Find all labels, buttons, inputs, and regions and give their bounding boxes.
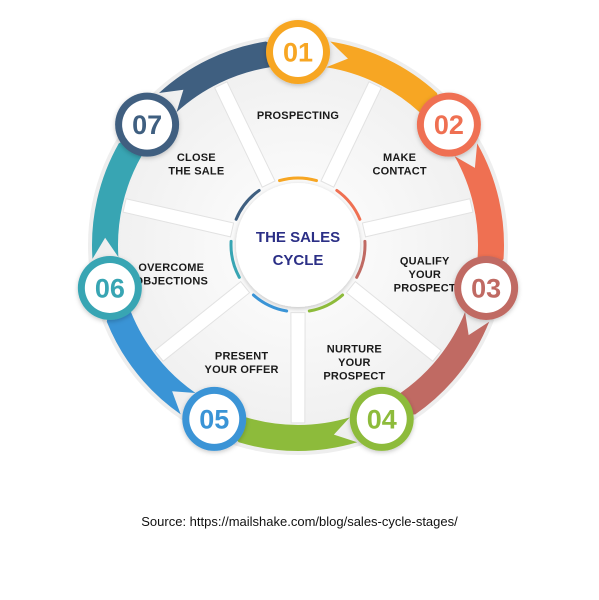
center-accent-arc — [229, 239, 241, 279]
stage-badge-07: 07 — [115, 92, 180, 157]
stage-number: 01 — [283, 38, 313, 68]
badge-inner-disc — [273, 27, 323, 77]
stage-number: 06 — [95, 273, 125, 303]
ring-arrow-segment — [220, 417, 358, 452]
sales-cycle-diagram: THE SALES CYCLE PROSPECTING MAKE CONTACT QU… — [77, 20, 519, 455]
stage-label-01: PROSPECTING — [257, 110, 339, 122]
badge-inner-disc — [461, 262, 512, 313]
stage-badge-03: 03 — [454, 255, 519, 320]
badge-inner-disc — [356, 393, 407, 444]
stage-badge-05: 05 — [182, 386, 247, 451]
stage-label-06: OVERCOME OBJECTIONS — [135, 262, 209, 288]
cycle-ring — [92, 41, 504, 452]
source-caption: Source: https://mailshake.com/blog/sales… — [141, 514, 458, 529]
center-accent-arc — [278, 176, 318, 183]
center-title-line1: THE SALES — [256, 229, 340, 246]
stage-number: 02 — [434, 110, 464, 140]
center-accent-arcs — [229, 176, 367, 313]
spoke — [153, 280, 251, 362]
center-accent-arc — [307, 293, 345, 313]
stage-label-line: CLOSE — [177, 152, 216, 164]
center-accent-arc — [335, 188, 362, 221]
stage-label-line: PROSPECT — [323, 371, 385, 383]
spoke — [214, 81, 276, 188]
stage-label-line: QUALIFY — [400, 255, 450, 267]
ring-arrow-segment — [92, 130, 143, 259]
spoke — [361, 198, 474, 238]
stage-label-line: PROSPECT — [394, 282, 456, 294]
center-accent-arc — [234, 188, 261, 221]
badge-inner-disc — [122, 99, 173, 150]
stage-label-02: MAKE CONTACT — [372, 152, 426, 178]
stage-label-line: OVERCOME — [138, 262, 204, 274]
spoke — [345, 280, 443, 362]
stage-badge-04: 04 — [349, 386, 414, 451]
stage-label-line: YOUR — [408, 269, 441, 281]
stage-badges: 01 02 03 04 05 06 07 — [77, 20, 519, 451]
stage-label-line: NURTURE — [327, 344, 382, 356]
stage-label-line: MAKE — [383, 152, 416, 164]
stage-number: 05 — [199, 404, 229, 434]
ring-arrow-segment — [387, 312, 490, 416]
stage-label-line: PROSPECTING — [257, 110, 339, 122]
stage-badge-06: 06 — [77, 255, 142, 320]
badge-inner-disc — [423, 99, 474, 150]
spoke — [320, 81, 382, 188]
center-accent-arc — [355, 239, 367, 279]
ring-arrow-segment — [454, 143, 504, 282]
badge-inner-disc — [84, 262, 135, 313]
stage-badge-02: 02 — [416, 92, 481, 157]
stage-label-line: THE SALE — [168, 166, 224, 178]
ring-arrow-segment — [159, 41, 292, 113]
badge-inner-disc — [189, 393, 240, 444]
stage-label-07: CLOSE THE SALE — [168, 152, 224, 178]
stage-label-line: YOUR OFFER — [205, 364, 279, 376]
center-title-line2: CYCLE — [273, 252, 324, 269]
stage-label-05: PRESENT YOUR OFFER — [205, 350, 279, 376]
ring-arrow-segment — [326, 41, 445, 120]
stage-number: 04 — [367, 404, 397, 434]
stage-label-line: PRESENT — [215, 350, 268, 362]
stage-number: 07 — [132, 110, 162, 140]
spoke — [122, 198, 235, 238]
stage-label-line: YOUR — [338, 357, 371, 369]
center-accent-arc — [251, 293, 289, 313]
stage-label-line: OBJECTIONS — [135, 276, 209, 288]
ring-arrow-segment — [106, 294, 196, 415]
spokes — [122, 81, 474, 424]
stage-label-line: CONTACT — [372, 166, 426, 178]
center-circle — [236, 183, 360, 307]
stage-number: 03 — [471, 273, 501, 303]
stage-badge-01: 01 — [266, 20, 330, 84]
spoke — [290, 312, 306, 424]
